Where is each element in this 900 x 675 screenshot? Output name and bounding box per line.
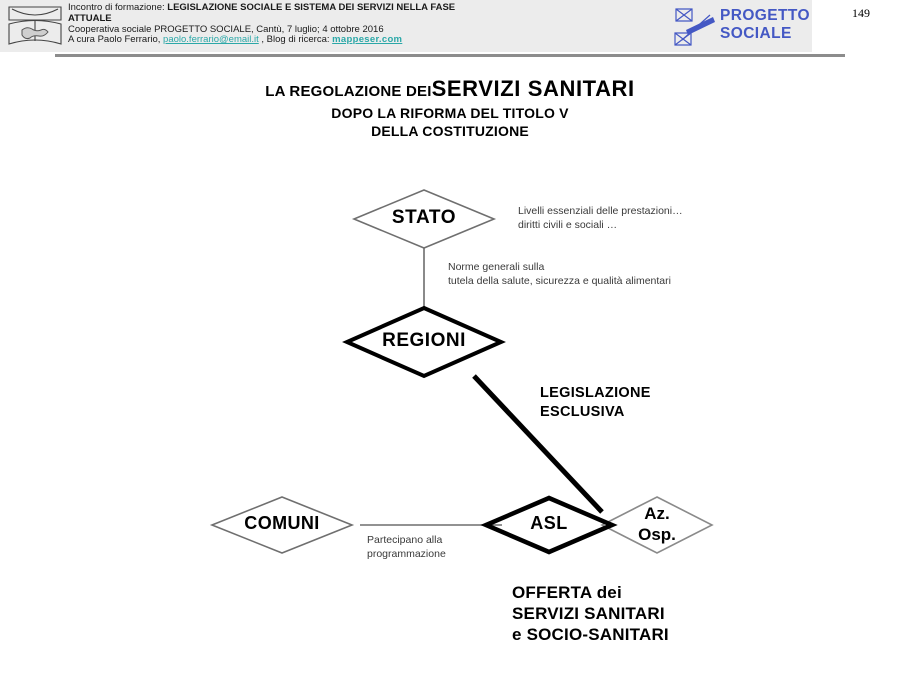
node-stato-shape[interactable] <box>351 189 497 249</box>
node-stato-label: STATO <box>391 207 457 228</box>
diagram-caption-line-2: SERVIZI SANITARI <box>512 604 665 623</box>
header-text-block: Incontro di formazione: LEGISLAZIONE SOC… <box>68 2 648 46</box>
connector-regioni-asl <box>472 374 604 514</box>
annot-stato-regioni-line-2: tutela della salute, sicurezza e qualità… <box>448 274 671 287</box>
title-line-1-big: SERVIZI SANITARI <box>431 76 635 101</box>
node-asl-label: ASL <box>530 513 568 533</box>
title-line-2: DOPO LA RIFORMA DEL TITOLO V <box>331 105 569 121</box>
annot-legislazione-line-2: ESCLUSIVA <box>540 404 625 420</box>
header-author-prefix: A cura Paolo Ferrario, <box>68 34 164 46</box>
header-org-line: Cooperativa sociale PROGETTO SOCIALE, Ca… <box>68 23 384 35</box>
brand-line-1: PROGETTO <box>720 7 810 24</box>
cooperative-handshake-logo <box>6 3 64 47</box>
header-blog-prefix: , Blog di ricerca: <box>258 34 333 46</box>
annot-legislazione-esclusiva: LEGISLAZIONE ESCLUSIVA <box>540 384 651 422</box>
title-line-1: LA REGOLAZIONE DEISERVIZI SANITARI <box>0 76 900 102</box>
brand-wordmark: PROGETTO SOCIALE <box>720 7 810 43</box>
node-comuni-shape[interactable] <box>209 496 355 554</box>
brand-line-2: SOCIALE <box>720 25 792 42</box>
diagram-caption-line-3: e SOCIO-SANITARI <box>512 625 669 644</box>
header-event-title: LEGISLAZIONE SOCIALE E SISTEMA DEI SERVI… <box>167 2 456 13</box>
diagram-caption-line-1: OFFERTA dei <box>512 583 622 602</box>
node-regioni-label: REGIONI <box>382 330 466 351</box>
annot-stato-right-line-2: diritti civili e sociali … <box>518 218 618 231</box>
page-number: 149 <box>852 6 870 20</box>
header-event-prefix: Incontro di formazione: <box>68 2 168 13</box>
slide-title: LA REGOLAZIONE DEISERVIZI SANITARI DOPO … <box>0 76 900 139</box>
annot-comuni-asl: Partecipano alla programmazione <box>367 534 446 561</box>
header-divider <box>55 54 845 57</box>
annot-stato-regioni: Norme generali sulla tutela della salute… <box>448 261 671 288</box>
node-az-osp-label: Az. Osp. <box>602 503 712 545</box>
node-az-osp-label-line-1: Az. <box>644 504 670 523</box>
progetto-sociale-logo: PROGETTO SOCIALE <box>672 2 812 50</box>
header-event-line: Incontro di formazione: LEGISLAZIONE SOC… <box>68 2 648 14</box>
node-comuni-label: COMUNI <box>244 513 320 533</box>
node-asl-shape[interactable] <box>480 495 618 555</box>
title-line-1-small: LA REGOLAZIONE DEI <box>265 83 432 100</box>
annot-legislazione-line-1: LEGISLAZIONE <box>540 385 651 401</box>
annot-comuni-asl-line-2: programmazione <box>367 547 446 560</box>
annot-stato-right-line-1: Livelli essenziali delle prestazioni… <box>518 205 683 217</box>
annot-stato-regioni-line-1: Norme generali sulla <box>448 261 545 273</box>
header-event-title-cont: ATTUALE <box>68 12 112 24</box>
annot-stato-right: Livelli essenziali delle prestazioni… di… <box>518 205 683 232</box>
node-az-osp-shape[interactable] <box>600 496 714 554</box>
header-author-line: A cura Paolo Ferrario, paolo.ferrario@em… <box>68 34 648 46</box>
title-line-3: DELLA COSTITUZIONE <box>371 123 529 139</box>
node-az-osp-label-line-2: Osp. <box>638 525 676 544</box>
diagram-caption: OFFERTA dei SERVIZI SANITARI e SOCIO-SAN… <box>512 582 669 645</box>
blog-link[interactable]: mappeser.com <box>332 34 403 46</box>
node-regioni-shape[interactable] <box>342 305 506 379</box>
email-link[interactable]: paolo.ferrario@email.it <box>163 34 259 46</box>
annot-comuni-asl-line-1: Partecipano alla <box>367 534 443 546</box>
brand-mark-icon <box>672 6 716 48</box>
